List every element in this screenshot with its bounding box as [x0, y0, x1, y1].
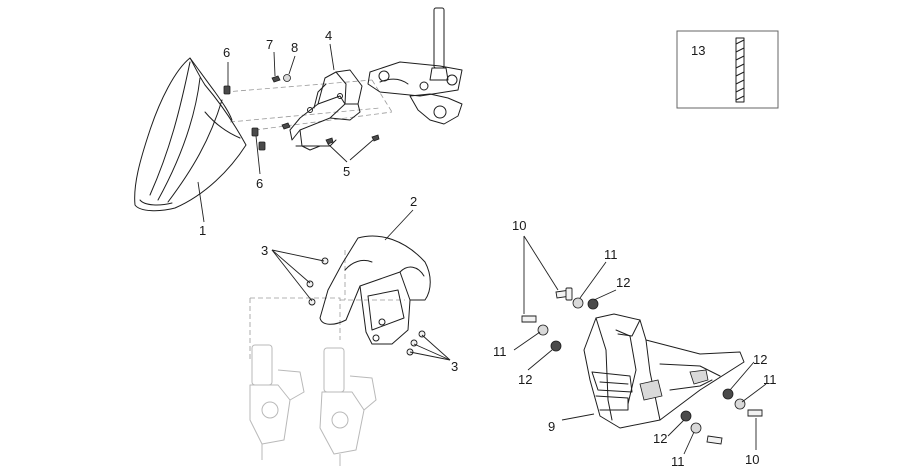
clip-nut-6-lower-a	[251, 127, 259, 137]
assembly-guides	[224, 79, 405, 360]
callout-4: 4	[325, 28, 332, 43]
callout-12-top: 12	[616, 275, 630, 290]
spacer-11-a	[572, 297, 584, 309]
front-mudguard	[134, 57, 247, 212]
washer-8	[283, 74, 291, 82]
screw-3-b	[306, 280, 314, 288]
callout-6-bottom: 6	[256, 176, 263, 191]
callout-labels: 6 7 8 4 6 5 1 2 3 3 13 10 11 12 11 12 9 …	[199, 28, 777, 468]
grommet-12-b	[550, 340, 562, 352]
callout-2: 2	[410, 194, 417, 209]
grommet-12-c	[722, 388, 734, 400]
clip-nut-6-upper	[223, 85, 231, 95]
callout-3-left: 3	[261, 243, 268, 258]
grommet-12-a	[587, 298, 599, 310]
callout-6-top: 6	[223, 45, 230, 60]
callout-11-bottom: 11	[671, 454, 685, 468]
inner-mudguard-fasteners	[306, 257, 426, 356]
callout-9: 9	[548, 419, 555, 434]
callout-11-left: 11	[493, 344, 507, 359]
callout-10-bottom: 10	[745, 452, 759, 467]
steering-head	[367, 7, 463, 125]
callout-13: 13	[691, 43, 705, 58]
callout-1: 1	[199, 223, 206, 238]
leader-lines	[197, 43, 767, 455]
screw-bracket-a	[281, 122, 291, 130]
callout-11-top: 11	[604, 247, 618, 262]
bolt-10-c	[747, 409, 763, 417]
kit-inset-box	[676, 30, 779, 109]
fork-legs-ghost	[249, 344, 377, 466]
inner-mudguard	[319, 235, 431, 345]
callout-12-right: 12	[753, 352, 767, 367]
screw-3-d	[418, 330, 426, 338]
screw-5-b	[371, 134, 380, 142]
callout-12-bottom: 12	[653, 431, 667, 446]
callout-10-top: 10	[512, 218, 526, 233]
callout-8: 8	[291, 40, 298, 55]
clip-nut-6-lower-b	[258, 141, 266, 151]
callout-11-right: 11	[763, 372, 777, 387]
bolt-10-d	[706, 435, 723, 445]
callout-3-right: 3	[451, 359, 458, 374]
bolt-10-a-head	[565, 287, 573, 301]
screw-7	[271, 75, 281, 83]
callout-7: 7	[266, 37, 273, 52]
spacer-11-b	[537, 324, 549, 336]
bracket-fasteners	[223, 74, 380, 151]
bolt-10-b	[521, 315, 537, 323]
callout-5: 5	[343, 164, 350, 179]
callout-12-left: 12	[518, 372, 532, 387]
engine-guard	[583, 313, 745, 429]
spacer-11-d	[690, 422, 702, 434]
screw-5-a	[325, 137, 334, 145]
mudguard-bracket	[289, 69, 363, 151]
grommet-12-d	[680, 410, 692, 422]
screw-3-c	[308, 298, 316, 306]
engine-guard-fasteners	[521, 287, 763, 445]
